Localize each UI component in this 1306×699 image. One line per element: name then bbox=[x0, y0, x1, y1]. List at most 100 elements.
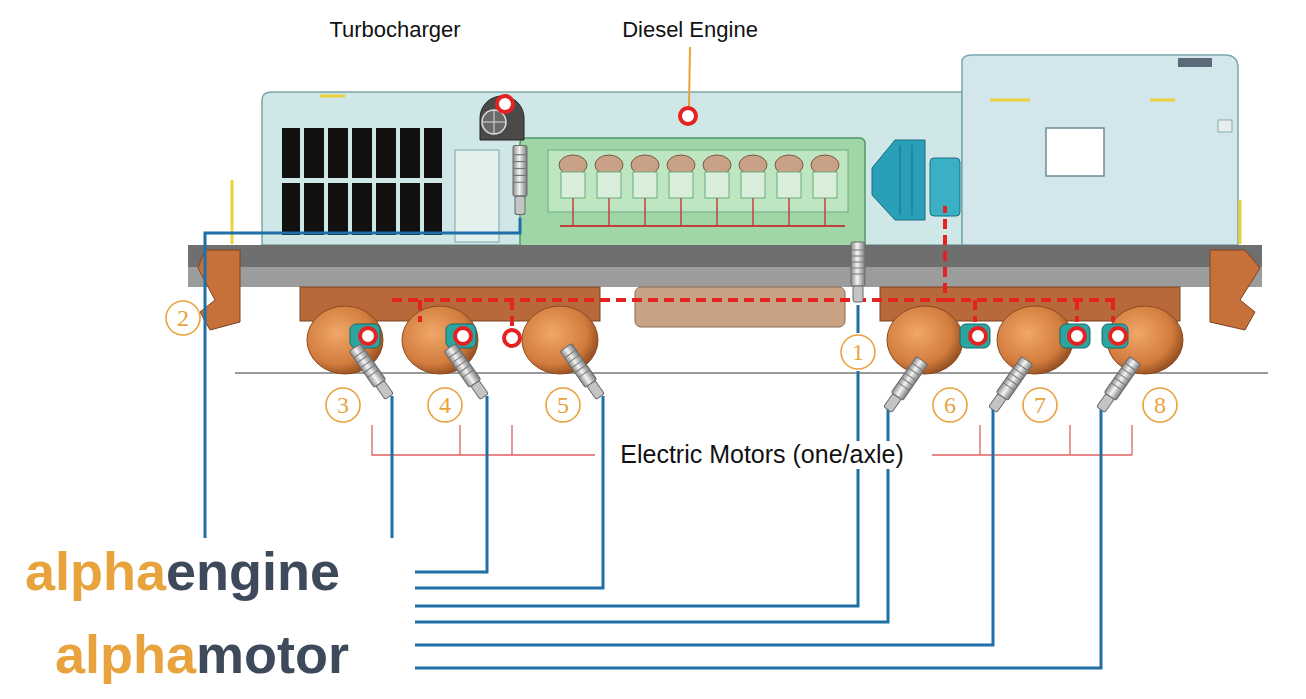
locomotive-body bbox=[1239, 200, 1242, 244]
coupler bbox=[1210, 250, 1260, 330]
engine-cylinders bbox=[572, 198, 574, 226]
callout-circle bbox=[546, 388, 580, 422]
sensor-cable bbox=[415, 396, 487, 572]
engine-cylinders bbox=[703, 155, 731, 226]
radiator-grille bbox=[400, 128, 420, 178]
speed-sensor bbox=[349, 343, 395, 400]
radiator-grille bbox=[328, 183, 348, 235]
callout-circle bbox=[166, 301, 1177, 422]
callout-number: 1 bbox=[852, 339, 864, 365]
brand-prefix: alpha bbox=[25, 543, 166, 600]
engine-cylinders bbox=[752, 198, 754, 226]
engine-cylinders bbox=[559, 155, 587, 226]
engine-cylinders bbox=[680, 198, 682, 226]
sensor-cable bbox=[415, 408, 993, 645]
power-circuit bbox=[418, 300, 422, 322]
engine-cylinders bbox=[741, 172, 765, 198]
measurement-point bbox=[680, 108, 696, 124]
callout-circle bbox=[166, 301, 200, 335]
measurement-point bbox=[360, 328, 376, 344]
locomotive-body bbox=[962, 55, 1238, 245]
generator-fan bbox=[872, 140, 925, 220]
radiator-grille bbox=[282, 183, 300, 235]
sensor-cable bbox=[205, 218, 520, 538]
engine-cylinders bbox=[705, 172, 729, 198]
speed-sensor bbox=[851, 242, 865, 302]
turbocharger-housing bbox=[482, 122, 506, 123]
turbocharger-housing bbox=[480, 96, 524, 140]
traction-motor bbox=[1060, 324, 1090, 348]
sensor-cable bbox=[415, 371, 858, 606]
sensor-cable bbox=[857, 305, 860, 333]
diesel-engine-block bbox=[520, 138, 865, 248]
engine-cylinders bbox=[597, 172, 621, 198]
speed-sensor bbox=[1095, 356, 1141, 413]
measurement-point bbox=[1110, 328, 1126, 344]
engine-cylinders bbox=[739, 155, 767, 226]
part-label: Electric Motors (one/axle) bbox=[614, 441, 909, 469]
engine-cylinders bbox=[595, 155, 623, 226]
motor-bracket-line bbox=[1069, 425, 1070, 455]
speed-sensor bbox=[882, 356, 928, 413]
motor-bracket-line bbox=[511, 425, 512, 455]
leader-line bbox=[689, 47, 690, 106]
callout-number: 5 bbox=[557, 392, 569, 418]
underframe bbox=[635, 287, 845, 327]
callout-number: 4 bbox=[439, 392, 451, 418]
brand-prefix: alpha bbox=[55, 626, 196, 683]
engine-cylinders bbox=[608, 198, 610, 226]
motor-bracket-line bbox=[372, 425, 595, 455]
radiator-grille bbox=[352, 128, 372, 178]
radiator-grille bbox=[376, 128, 396, 178]
rail-line bbox=[235, 372, 1268, 374]
diesel-engine-block bbox=[560, 225, 845, 227]
engine-cylinders bbox=[813, 172, 837, 198]
motor-bracket-line bbox=[1131, 425, 1132, 455]
callout-circle bbox=[326, 388, 360, 422]
generator-fan bbox=[900, 145, 901, 215]
traction-motor bbox=[1102, 324, 1128, 348]
callout-circle bbox=[841, 335, 875, 369]
measurement-point bbox=[1069, 328, 1085, 344]
brand-name: motor bbox=[196, 626, 349, 683]
power-circuit bbox=[945, 298, 1115, 302]
radiator-grille bbox=[424, 183, 442, 235]
sensor-cable bbox=[415, 408, 888, 622]
power-circuit bbox=[973, 300, 977, 322]
callout-circle bbox=[1023, 388, 1057, 422]
measurement-point bbox=[360, 96, 1126, 346]
brand-name: engine bbox=[166, 543, 340, 600]
measurement-point bbox=[455, 328, 471, 344]
locomotive-body bbox=[1150, 99, 1175, 102]
radiator-grille bbox=[376, 183, 396, 235]
engine-cylinders bbox=[824, 198, 826, 226]
power-circuit bbox=[510, 300, 514, 326]
radiator-grille bbox=[282, 128, 300, 178]
measurement-point bbox=[497, 96, 513, 112]
locomotive-body bbox=[990, 99, 1030, 102]
engine-cylinders bbox=[669, 172, 693, 198]
sensor-cable bbox=[415, 396, 603, 588]
radiator-grille bbox=[328, 128, 348, 178]
radiator-grille bbox=[400, 183, 420, 235]
measurement-point bbox=[970, 328, 986, 344]
radiator-grille bbox=[304, 128, 324, 178]
underframe bbox=[188, 267, 1262, 287]
speed-sensor bbox=[349, 146, 1141, 414]
motor-bracket-line bbox=[459, 425, 460, 455]
speed-sensor bbox=[513, 146, 527, 215]
radiator-grille bbox=[282, 128, 442, 235]
traction-motor bbox=[960, 324, 990, 348]
callout-number: 8 bbox=[1154, 392, 1166, 418]
access-door bbox=[455, 150, 499, 242]
access-door bbox=[455, 150, 499, 242]
engine-cylinders bbox=[633, 172, 657, 198]
callout-number: 6 bbox=[944, 392, 956, 418]
radiator-grille bbox=[304, 183, 324, 235]
engine-cylinders bbox=[775, 155, 803, 226]
callout-number: 3 bbox=[337, 392, 349, 418]
engine-cylinders bbox=[667, 155, 695, 226]
turbocharger-housing bbox=[480, 96, 524, 140]
